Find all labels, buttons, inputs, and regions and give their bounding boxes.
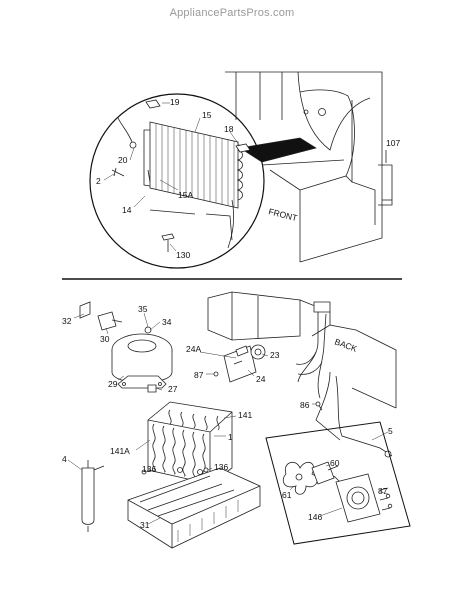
callout-87-bracket: 87: [194, 370, 204, 380]
top-section: 19 15 18 20 2 15A 14 130 107 FRONT: [89, 71, 400, 269]
callout-34: 34: [162, 317, 172, 327]
callout-15: 15: [202, 110, 212, 120]
detail-magnifier-circle: [89, 93, 265, 269]
callout-29: 29: [108, 379, 118, 389]
callout-136-right: 136: [214, 462, 228, 472]
callout-86: 86: [300, 400, 310, 410]
callout-4: 4: [62, 454, 67, 464]
callout-2: 2: [96, 176, 101, 186]
relay-overload: [79, 301, 123, 331]
watermark: AppliancePartsPros.com: [170, 7, 295, 19]
part-19: [145, 99, 161, 109]
callout-24: 24: [256, 374, 266, 384]
base-pan: [127, 467, 261, 549]
callout-19: 19: [170, 97, 180, 107]
refrigerant-tubing: [295, 301, 393, 458]
filter-drier: [81, 460, 105, 532]
callout-107: 107: [386, 138, 400, 148]
side-label-back: BACK: [333, 336, 358, 353]
callout-14: 14: [122, 205, 132, 215]
callout-87-fan: 87: [378, 486, 388, 496]
callout-1: 1: [228, 432, 233, 442]
callout-27: 27: [168, 384, 178, 394]
cabinet-outline: [225, 71, 393, 263]
callout-23: 23: [270, 350, 280, 360]
part-20-wire: [117, 117, 133, 143]
callout-61: 61: [282, 490, 292, 500]
callout-18: 18: [224, 124, 234, 134]
part-18: [235, 143, 251, 153]
compressor: [111, 326, 173, 393]
callout-31: 31: [140, 520, 150, 530]
bottom-section: 32 35 34 30 29 27 24A 87 23 24 86 141 14…: [62, 291, 411, 549]
condenser-coil: [143, 121, 243, 209]
callout-136-left: 136: [142, 464, 156, 474]
fan-detail-box: [265, 421, 411, 545]
callout-20: 20: [118, 155, 128, 165]
side-label-front: FRONT: [268, 206, 299, 223]
callout-35: 35: [138, 304, 148, 314]
callout-146: 146: [308, 512, 322, 522]
callout-24a: 24A: [186, 344, 201, 354]
callout-60: 60: [330, 458, 340, 468]
callout-30: 30: [100, 334, 110, 344]
callout-141: 141: [238, 410, 252, 420]
callout-32: 32: [62, 316, 72, 326]
callout-141a: 141A: [110, 446, 130, 456]
callout-130: 130: [176, 250, 190, 260]
callout-15a: 15A: [178, 190, 193, 200]
mounting-bracket: [223, 344, 266, 383]
callout-5: 5: [388, 426, 393, 436]
